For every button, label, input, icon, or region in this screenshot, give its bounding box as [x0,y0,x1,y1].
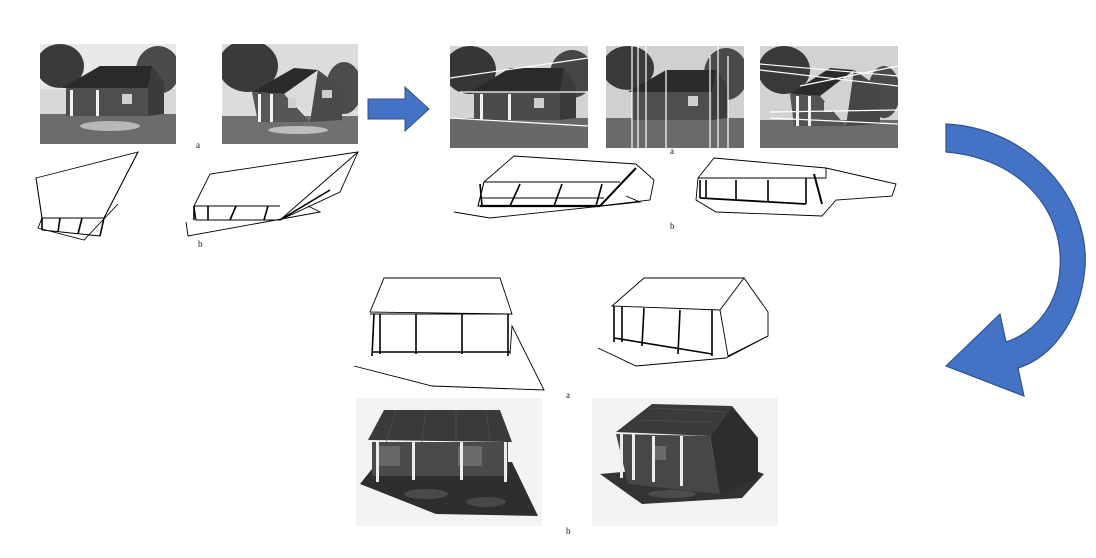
right-arrow-icon [367,85,430,133]
step2-label-a: a [670,146,674,156]
step1-label-b: b [198,239,203,249]
input-photo-1 [40,44,176,144]
refined-sketch-2 [695,157,897,217]
step1-label-a: a [196,140,200,150]
curved-arrow-icon [944,123,1086,397]
annotated-photo-3 [760,46,898,148]
step3-label-a: a [566,390,570,400]
final-model-sketch-2 [597,277,769,367]
annotated-photo-1 [450,46,588,148]
step3-label-b: b [566,526,571,536]
textured-model-2 [592,398,778,526]
input-photo-2 [222,44,358,144]
textured-model-1 [356,398,542,526]
refined-sketch-1 [453,155,655,219]
step2-label-b: b [670,221,675,231]
initial-sketch-1 [35,151,139,241]
initial-sketch-2 [185,151,359,237]
annotated-photo-2 [606,46,744,148]
final-model-sketch-1 [353,277,545,391]
